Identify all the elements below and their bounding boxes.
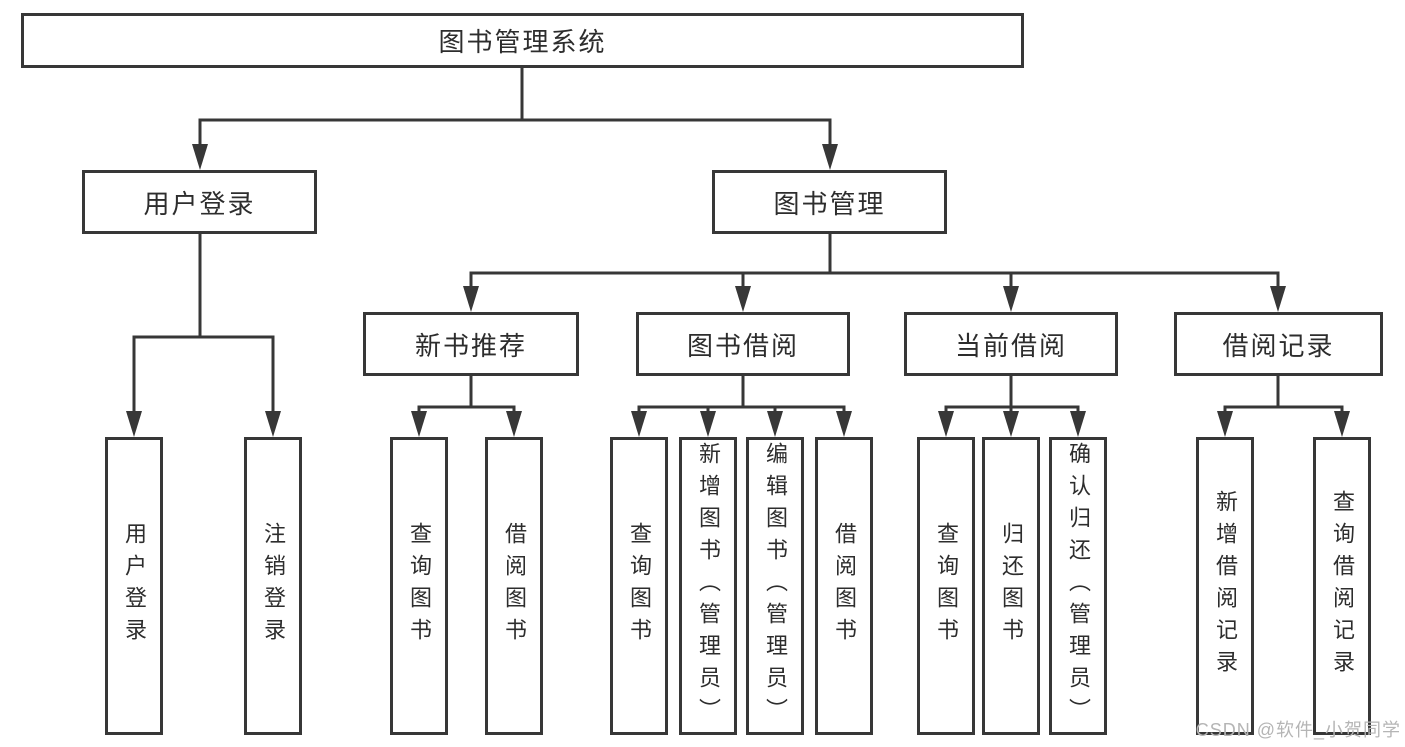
leaf-user-login: 用户登录	[105, 437, 163, 735]
leaf-query-books-current: 查询图书	[917, 437, 975, 735]
csdn-watermark: CSDN @软件_小贺同学	[1195, 720, 1401, 740]
node-borrowing-records: 借阅记录	[1174, 312, 1383, 376]
leaf-query-borrow-record: 查询借阅记录	[1313, 437, 1371, 735]
node-new-book-recommendation: 新书推荐	[363, 312, 579, 376]
node-book-borrowing: 图书借阅	[636, 312, 850, 376]
node-root: 图书管理系统	[21, 13, 1024, 68]
leaf-query-books-recommend: 查询图书	[390, 437, 448, 735]
node-book-management: 图书管理	[712, 170, 947, 234]
leaf-edit-book-admin: 编辑图书（管理员）	[746, 437, 804, 735]
leaf-add-book-admin: 新增图书（管理员）	[679, 437, 737, 735]
leaf-logout: 注销登录	[244, 437, 302, 735]
leaf-query-books-borrowing: 查询图书	[610, 437, 668, 735]
node-user-login: 用户登录	[82, 170, 317, 234]
leaf-add-borrow-record: 新增借阅记录	[1196, 437, 1254, 735]
leaf-return-books: 归还图书	[982, 437, 1040, 735]
node-current-borrowing: 当前借阅	[904, 312, 1118, 376]
leaf-borrow-books: 借阅图书	[815, 437, 873, 735]
leaf-confirm-return-admin: 确认归还（管理员）	[1049, 437, 1107, 735]
leaf-borrow-books-recommend: 借阅图书	[485, 437, 543, 735]
